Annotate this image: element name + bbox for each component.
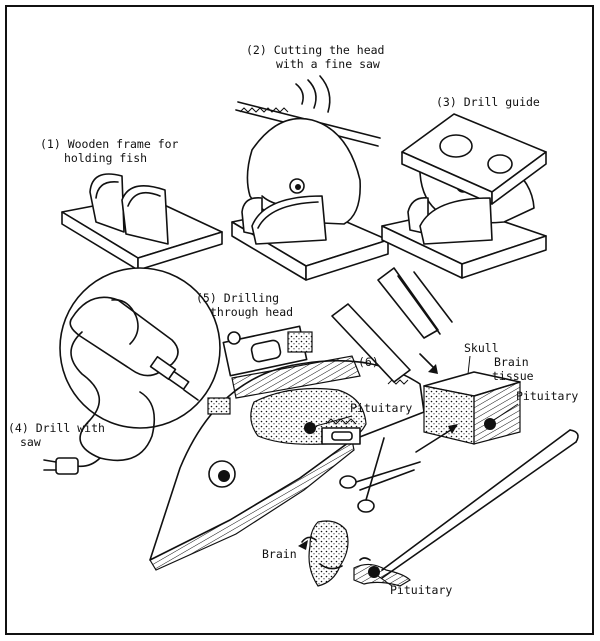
pituitary-label-skull: Pituitary [516,389,578,403]
step2-label-line1: (2) Cutting the head [246,43,384,57]
brain-tissue-label-line2: tissue [492,369,534,383]
step1-label-line2: holding fish [64,151,147,165]
skull-label: Skull [464,341,499,355]
figure-border [5,5,594,635]
step4-label-line1: (4) Drill with [8,421,105,435]
step2-label-line2: with a fine saw [276,57,380,71]
cutting-head-illustration [231,75,389,281]
brain-tissue-label-line1: Brain [494,355,529,369]
drill-guide-illustration [381,113,547,279]
pituitary-leader-skull [493,403,519,421]
step4-label-line2: saw [20,435,41,449]
brain-label: Brain [262,547,297,561]
step5-label-line1: (5) Drilling [196,291,279,305]
wooden-frame-illustration [61,173,223,271]
step6-label: (6) [358,355,379,369]
skull-section-illustration [298,267,579,587]
pituitary-leader-bottom [377,575,393,587]
skull-leader-line [467,355,471,375]
pituitary-leader-head [315,415,353,427]
pituitary-label-head: Pituitary [350,401,412,415]
step3-label: (3) Drill guide [436,95,540,109]
pituitary-label-bottom: Pituitary [390,583,452,597]
drill-illustration [43,267,221,475]
drilling-head-illustration [149,325,425,571]
step1-label-line1: (1) Wooden frame for [40,137,179,151]
step5-label-line2: through head [210,305,293,319]
